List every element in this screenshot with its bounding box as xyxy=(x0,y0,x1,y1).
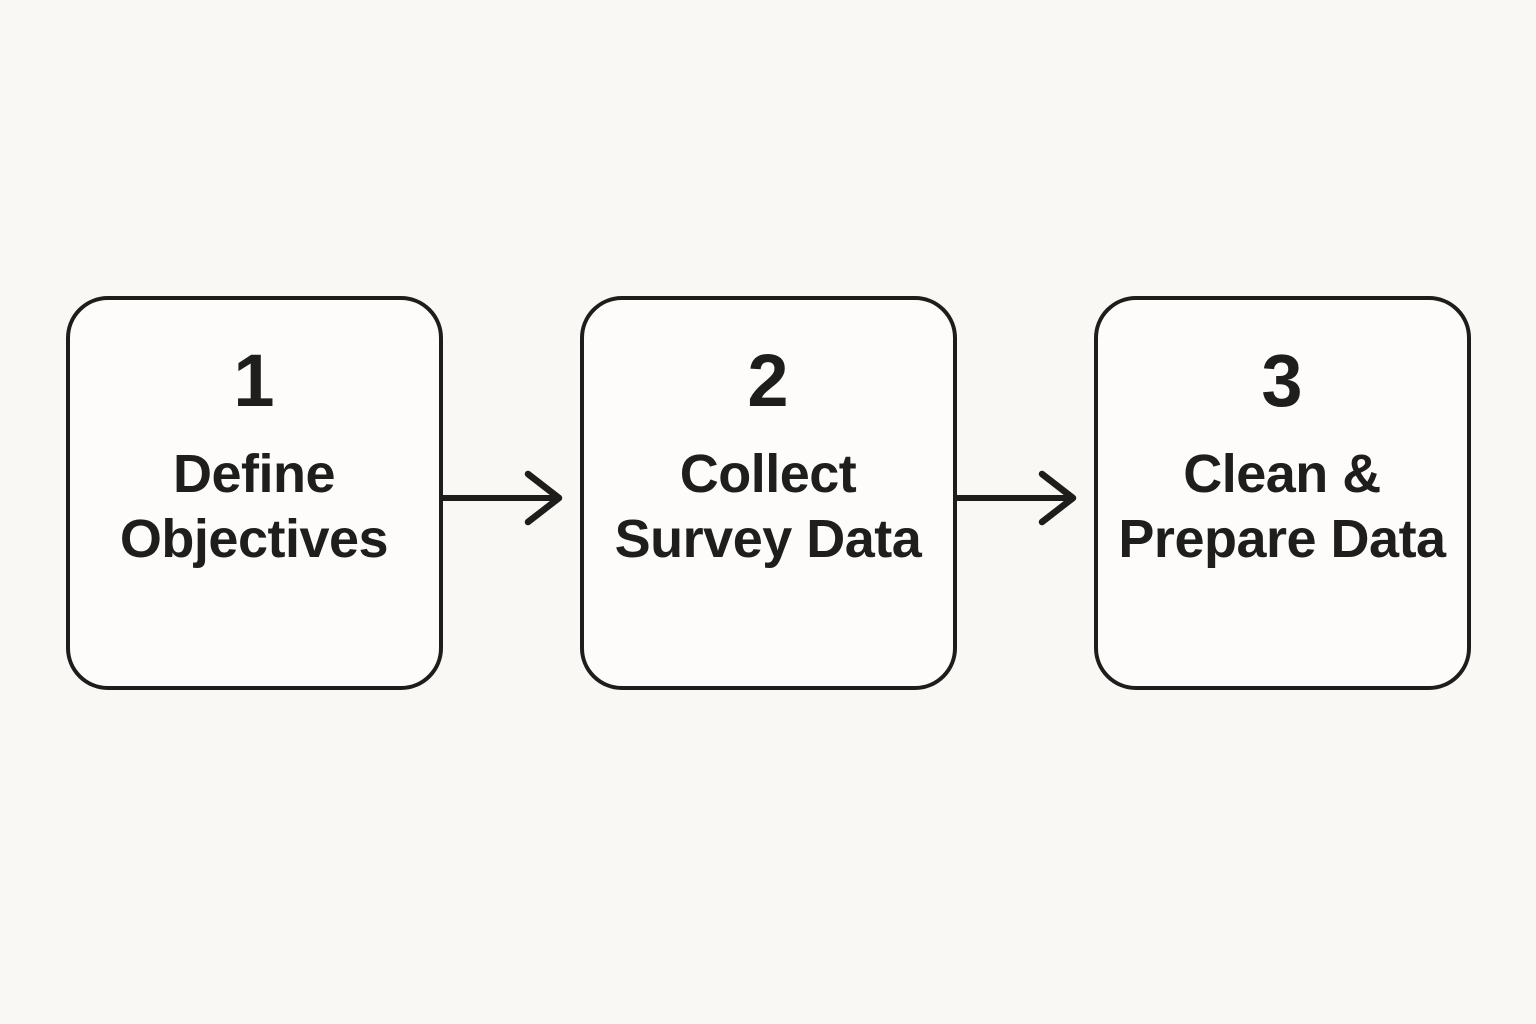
step-box-clean-prepare-data: 3 Clean & Prepare Data xyxy=(1093,296,1471,690)
step-box-define-objectives: 1 Define Objectives xyxy=(65,296,443,690)
step-label: Clean & Prepare Data xyxy=(1118,444,1446,569)
step-number: 3 xyxy=(1261,339,1303,422)
step-number: 1 xyxy=(233,339,275,422)
step-label: Collect Survey Data xyxy=(614,444,922,569)
arrow-right-icon xyxy=(956,470,1076,525)
arrow-right-icon xyxy=(442,470,562,525)
step-number: 2 xyxy=(747,339,789,422)
flow-row: 1 Define Objectives 2 Collect Survey Dat… xyxy=(65,296,1471,690)
step-box-collect-survey-data: 2 Collect Survey Data xyxy=(579,296,957,690)
step-label: Define Objectives xyxy=(119,444,389,569)
